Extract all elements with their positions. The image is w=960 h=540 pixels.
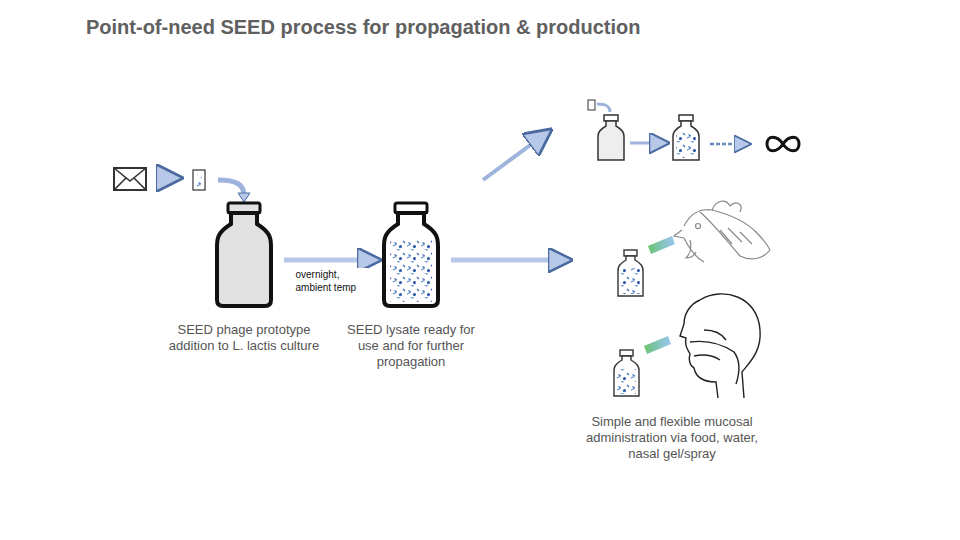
culture-bottle-node: SEED phage prototype addition to L. lact… bbox=[214, 210, 274, 310]
small-arrow bbox=[630, 142, 666, 145]
spray-bottle bbox=[618, 236, 675, 296]
vial-icon bbox=[193, 170, 205, 190]
human-profile-sketch bbox=[680, 294, 760, 398]
small-arrow bbox=[163, 176, 178, 180]
process-arrow bbox=[284, 258, 377, 263]
small-lysate-bottle bbox=[673, 115, 699, 160]
arrow-outline bbox=[451, 260, 568, 261]
culture-bottle bbox=[217, 203, 271, 306]
arrow-outline bbox=[284, 260, 377, 261]
title: Point-of-need SEED process for propagati… bbox=[86, 16, 640, 39]
envelope-icon bbox=[114, 168, 146, 190]
small-bottle bbox=[598, 115, 624, 160]
administration-group: Simple and flexible mucosal administrati… bbox=[572, 190, 772, 410]
caption: SEED lysate ready for use and for furthe… bbox=[336, 322, 486, 370]
lysate-bottle bbox=[384, 203, 438, 306]
caption: Simple and flexible mucosal administrati… bbox=[577, 414, 767, 462]
chicken-sketch bbox=[674, 201, 770, 262]
infinity-symbol bbox=[767, 137, 799, 151]
lysate-bottle-node: SEED lysate ready for use and for furthe… bbox=[381, 210, 441, 310]
branch-arrow bbox=[483, 132, 548, 180]
vial-icon bbox=[588, 100, 610, 112]
dashed-arrow bbox=[710, 143, 748, 146]
process-arrow bbox=[451, 258, 568, 263]
edge-label: overnight, ambient temp bbox=[294, 268, 368, 294]
spray-bottle bbox=[614, 336, 671, 396]
caption: SEED phage prototype addition to L. lact… bbox=[164, 322, 324, 354]
